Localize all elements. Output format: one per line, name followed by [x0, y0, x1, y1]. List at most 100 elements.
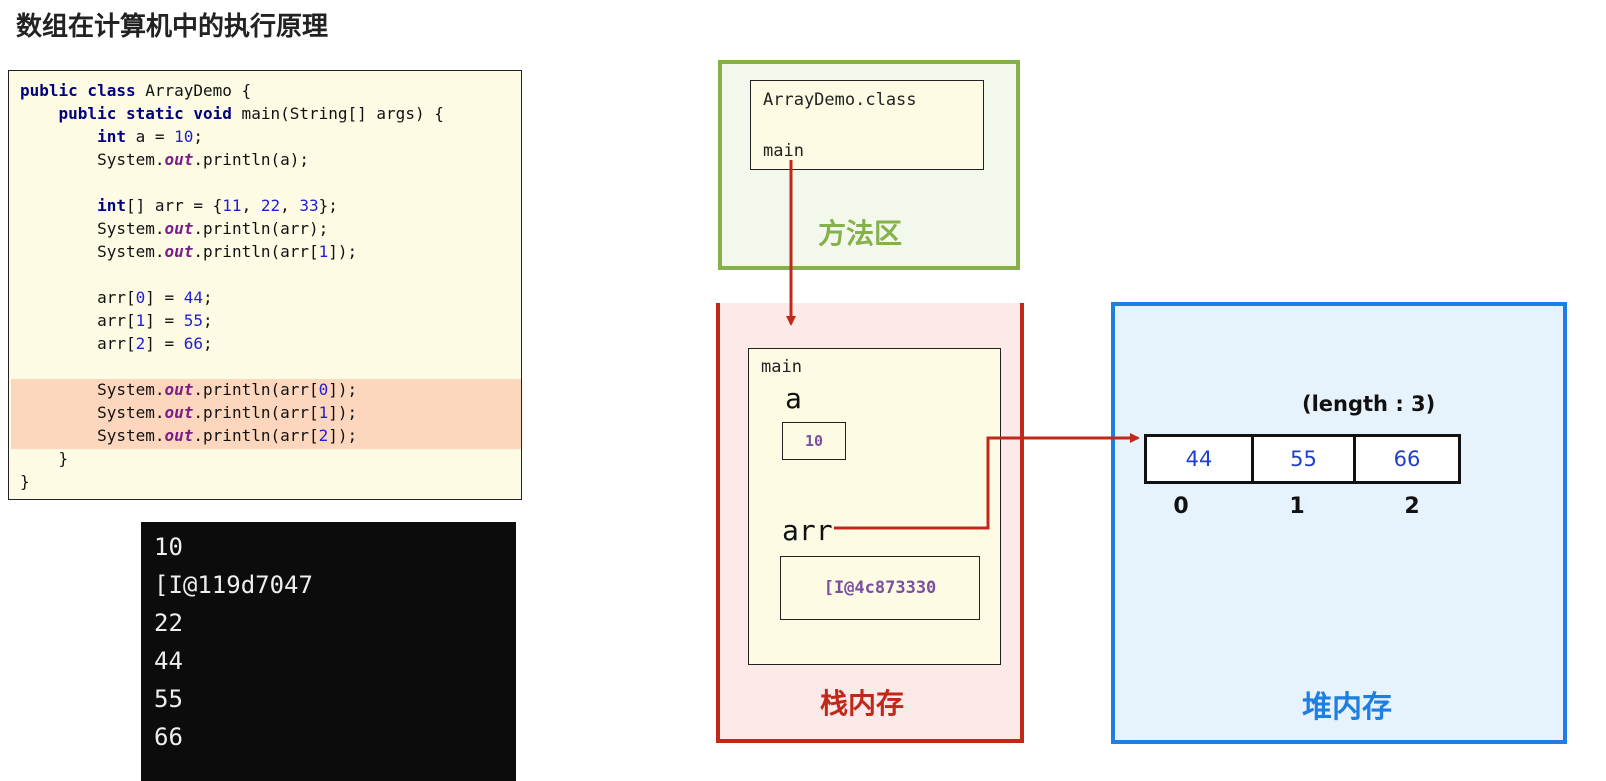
code-token: 1: [135, 311, 146, 330]
console-line: 66: [154, 723, 183, 751]
code-token: 0: [135, 288, 146, 307]
code-token: System.: [20, 219, 165, 238]
code-token: 1: [318, 242, 329, 261]
code-line: int[] arr = {11, 22, 33};: [20, 194, 444, 217]
console-lines: 10 [I@119d7047 22 44 55 66: [154, 528, 313, 756]
array-cell-2: 66: [1353, 434, 1461, 484]
console-line: 10: [154, 533, 183, 561]
code-token: 22: [260, 196, 281, 215]
code-token: ]);: [328, 380, 358, 399]
arr-to-heap-arrow: [834, 433, 1140, 530]
code-token: System.: [20, 380, 165, 399]
code-token: out: [164, 403, 194, 422]
console-line: 44: [154, 647, 183, 675]
code-token: ] =: [145, 334, 184, 353]
code-token: arr[: [20, 334, 136, 353]
code-line: System.out.println(arr[1]);: [20, 240, 444, 263]
code-token: 44: [183, 288, 204, 307]
code-token: out: [164, 150, 194, 169]
code-token: System.: [20, 242, 165, 261]
code-token: System.: [20, 403, 165, 422]
class-name: ArrayDemo.class: [763, 90, 917, 110]
array-index-0: 0: [1173, 494, 1189, 519]
code-token: ArrayDemo {: [135, 81, 252, 100]
code-line: }: [20, 447, 444, 470]
code-token: ]);: [328, 242, 358, 261]
code-token: ,: [241, 196, 261, 215]
code-token: out: [164, 380, 194, 399]
class-main-method: main: [763, 141, 804, 161]
code-token: .println(arr[: [193, 403, 319, 422]
code-token: out: [164, 219, 194, 238]
code-token: arr[: [20, 311, 136, 330]
code-line: arr[1] = 55;: [20, 309, 444, 332]
code-token: System.: [20, 426, 165, 445]
code-token: };: [318, 196, 338, 215]
heap-memory: [1111, 302, 1567, 744]
code-token: 33: [299, 196, 319, 215]
code-line: System.out.println(arr[0]);: [20, 378, 444, 401]
code-line: arr[2] = 66;: [20, 332, 444, 355]
code-highlight: [11, 379, 521, 449]
console-line: [I@119d7047: [154, 571, 313, 599]
code-token: 2: [318, 426, 329, 445]
console-line: 55: [154, 685, 183, 713]
code-token: ,: [280, 196, 300, 215]
class-box: ArrayDemo.class main: [750, 80, 984, 170]
code-token: ] =: [145, 311, 184, 330]
code-line: public class ArrayDemo {: [20, 79, 444, 102]
var-arr-label: arr: [782, 514, 833, 547]
code-token: ]);: [328, 403, 358, 422]
var-arr-value: [I@4c873330: [780, 556, 980, 620]
console-line: 22: [154, 609, 183, 637]
code-token: arr[: [20, 288, 136, 307]
array-index-2: 2: [1404, 494, 1420, 519]
code-line: }: [20, 470, 444, 493]
code-token: ]);: [328, 426, 358, 445]
code-token: 11: [222, 196, 242, 215]
code-token: main(String[] args) {: [231, 104, 444, 123]
code-token: a =: [125, 127, 175, 146]
var-a-label: a: [785, 382, 802, 415]
code-line: System.out.println(arr[2]);: [20, 424, 444, 447]
code-token: int: [97, 196, 126, 215]
var-a-value: 10: [782, 422, 846, 460]
code-panel: public class ArrayDemo { public static v…: [8, 70, 522, 500]
code-token: ;: [203, 334, 213, 353]
code-token: ;: [203, 311, 213, 330]
stack-memory-label: 栈内存: [820, 687, 905, 720]
code-token: }: [20, 449, 69, 468]
code-token: 66: [183, 334, 204, 353]
code-token: 0: [318, 380, 329, 399]
code-line: System.out.println(arr);: [20, 217, 444, 240]
code-line: System.out.println(a);: [20, 148, 444, 171]
code-token: [] arr = {: [125, 196, 223, 215]
code-token: out: [164, 242, 194, 261]
code-token: .println(arr);: [193, 219, 329, 238]
code-token: .println(arr[: [193, 426, 319, 445]
code-line: arr[0] = 44;: [20, 286, 444, 309]
code-token: ] =: [145, 288, 184, 307]
code-token: }: [20, 472, 30, 491]
array-cell-1: 55: [1251, 434, 1356, 484]
heap-memory-label: 堆内存: [1302, 690, 1392, 725]
code-line: int a = 10;: [20, 125, 444, 148]
code-token: 10: [174, 127, 194, 146]
code-token: .println(arr[: [193, 242, 319, 261]
code-token: .println(a);: [193, 150, 309, 169]
code-token: 2: [135, 334, 146, 353]
array-length-label: (length : 3): [1302, 392, 1436, 416]
array-index-1: 1: [1289, 494, 1305, 519]
code-token: 1: [318, 403, 329, 422]
code-block: public class ArrayDemo { public static v…: [20, 79, 444, 493]
code-token: ;: [193, 127, 204, 146]
method-area-label: 方法区: [818, 217, 903, 250]
code-token: out: [164, 426, 194, 445]
code-token: System.: [20, 150, 165, 169]
code-token: public class: [20, 81, 136, 100]
code-line: System.out.println(arr[1]);: [20, 401, 444, 424]
code-token: public static void: [58, 104, 232, 123]
console-output: 10 [I@119d7047 22 44 55 66: [141, 522, 516, 781]
code-token: int: [97, 127, 126, 146]
